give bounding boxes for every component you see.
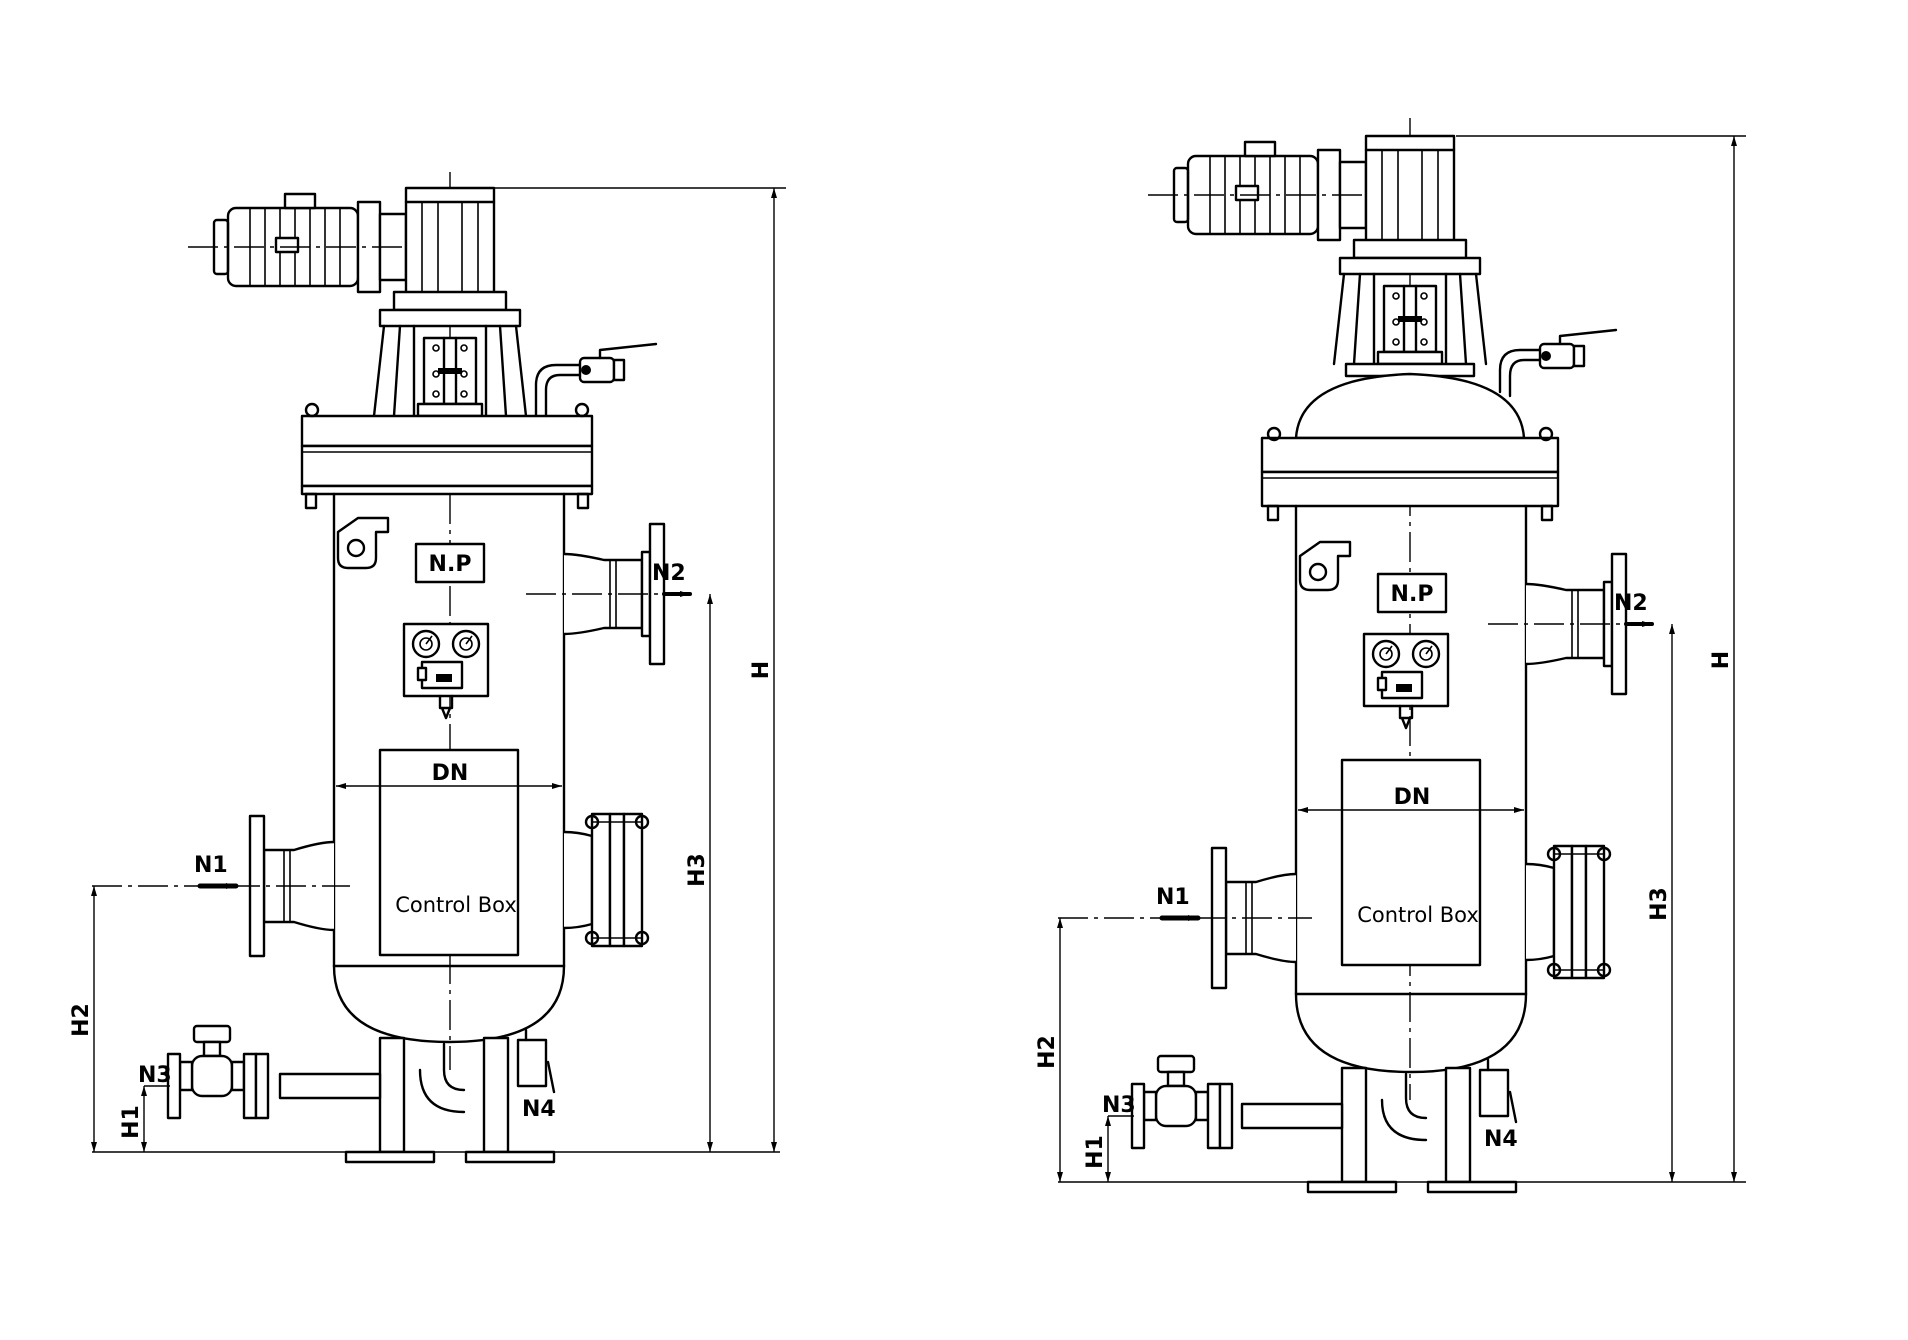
h-label-2: H: [1709, 651, 1734, 669]
dn-label: DN: [432, 761, 469, 786]
name-plate-label: N.P: [429, 552, 472, 577]
n2-label: N2: [652, 561, 686, 586]
n1-label-2: N1: [1156, 885, 1190, 910]
control-box-label-2: Control Box: [1357, 903, 1479, 927]
n4-label: N4: [522, 1097, 556, 1122]
unit-flat-head: N.P Control Box DN N2 N1 N3: [69, 172, 786, 1164]
h-label: H: [749, 661, 774, 679]
control-box-label: Control Box: [395, 893, 517, 917]
h3-label: H3: [685, 853, 710, 887]
h2-label-2: H2: [1035, 1035, 1060, 1069]
h1-label-2: H1: [1083, 1135, 1108, 1169]
n3-label: N3: [138, 1063, 172, 1088]
n1-label: N1: [194, 853, 228, 878]
n2-label-2: N2: [1614, 591, 1648, 616]
n3-label-2: N3: [1102, 1093, 1136, 1118]
n4-label-2: N4: [1484, 1127, 1518, 1152]
name-plate-label-2: N.P: [1391, 582, 1434, 607]
h2-label: H2: [69, 1003, 94, 1037]
dn-label-2: DN: [1394, 785, 1431, 810]
unit-dome-head: N.P Control Box DN N2 N1 N3: [1035, 118, 1746, 1194]
h3-label-2: H3: [1647, 887, 1672, 921]
h1-label: H1: [119, 1105, 144, 1139]
